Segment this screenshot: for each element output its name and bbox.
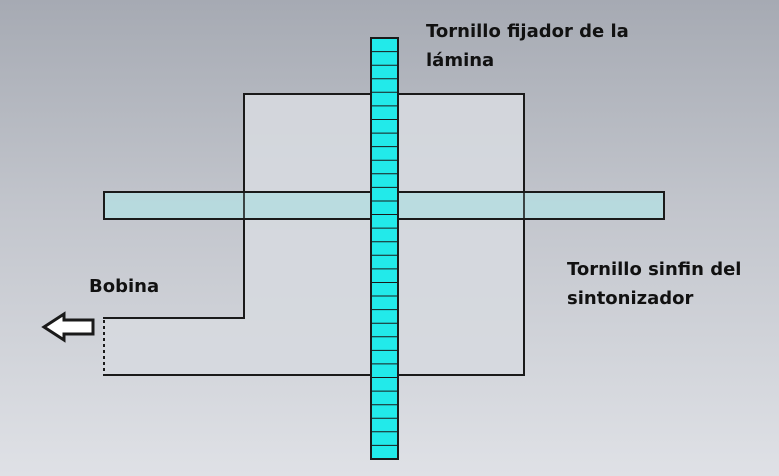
fixing-screw-body	[370, 37, 399, 460]
label-tuner-worm-screw: Tornillo sinfin del sintonizador	[567, 255, 741, 313]
housing-body	[103, 93, 525, 376]
label-screw-fixing-blade-line2: lámina	[426, 50, 495, 71]
label-screw-fixing-blade: Tornillo fijador de la lámina	[426, 17, 629, 75]
fixing-screw	[370, 37, 399, 460]
label-screw-fixing-blade-line1: Tornillo fijador de la	[426, 21, 629, 42]
arrow-left-icon	[41, 311, 95, 343]
label-coil-text: Bobina	[89, 276, 160, 297]
label-coil: Bobina	[89, 272, 159, 301]
label-tuner-worm-screw-line1: Tornillo sinfin del	[567, 259, 742, 280]
label-tuner-worm-screw-line2: sintonizador	[567, 288, 694, 309]
